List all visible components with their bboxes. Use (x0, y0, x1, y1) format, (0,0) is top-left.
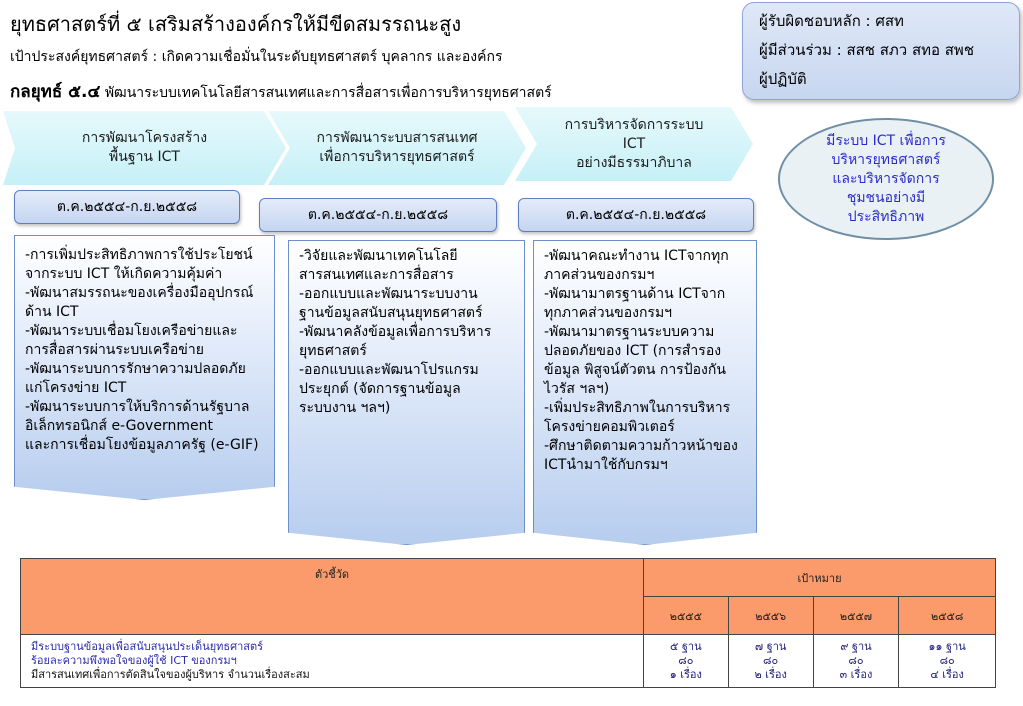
target-header: เป้าหมาย (643, 558, 996, 597)
activity-line: ไวรัส ฯลฯ) (544, 381, 610, 397)
activity-line: ด้าน ICT (25, 304, 79, 320)
target-cell: ๙ ฐาน ๘๐ ๓ เรื่อง (812, 634, 900, 688)
kpi-table: ตัวชี้วัด เป้าหมาย ๒๕๕๕ ๒๕๕๖ ๒๕๕๗ ๒๕๕๘ ม… (20, 558, 996, 688)
strategy-label: กลยุทธ์ ๕.๔ (10, 82, 101, 102)
activity-line: -ศึกษาติดตามความก้าวหน้าของ (544, 438, 738, 454)
activity-line: -พัฒนาระบบการรักษาความปลอดภัย (25, 361, 246, 377)
stage-chevron-3: การบริหารจัดการระบบ ICT อย่างมีธรรมาภิบา… (515, 107, 753, 181)
activity-line: ทุกภาคส่วนของกรมฯ (544, 305, 673, 321)
target-value: ๒ เรื่อง (754, 668, 787, 681)
year-header: ๒๕๕๕ (643, 596, 729, 635)
activity-line: -วิจัยและพัฒนาเทคโนโลยี (299, 248, 458, 264)
activity-line: -พัฒนามาตรฐานด้าน ICTจาก (544, 286, 726, 302)
indicator-line: มีสารสนเทศเพื่อการตัดสินใจของผู้บริหาร จ… (31, 668, 310, 681)
activity-line: -พัฒนาคลังข้อมูลเพื่อการบริหาร (299, 324, 492, 340)
stage-2-title: การพัฒนาระบบสารสนเทศ เพื่อการบริหารยุทธศ… (316, 130, 478, 165)
target-value: ๘๐ (763, 654, 779, 667)
target-value: ๙ ฐาน (840, 640, 872, 653)
activity-line: และการเชื่อมโยงข้อมูลภาครัฐ (e-GIF) (25, 437, 259, 453)
stage-1-activities: -การเพิ่มประสิทธิภาพการใช้ประโยชน์ จากระ… (14, 235, 275, 500)
year-header: ๒๕๕๘ (898, 596, 996, 635)
activity-line: ฐานข้อมูลสนับสนุนยุทธศาสตร์ (299, 305, 483, 321)
activity-line: ICTนำมาใช้กับกรมฯ (544, 457, 668, 473)
activity-line: -พัฒนาระบบเชื่อมโยงเครือข่ายและ (25, 323, 238, 339)
target-value: ๗ ฐาน (754, 640, 787, 653)
activity-line: ข้อมูล พิสูจน์ตัวตน การป้องกัน (544, 362, 726, 378)
activity-line: -ออกแบบและพัฒนาโปรแกรม (299, 362, 479, 378)
target-value: ๑๑ ฐาน (928, 640, 966, 653)
activity-line: การสื่อสารผ่านระบบเครือข่าย (25, 342, 204, 358)
activity-line: -เพิ่มประสิทธิภาพในการบริหาร (544, 400, 731, 416)
strategy-line: กลยุทธ์ ๕.๔ พัฒนาระบบเทคโนโลยีสารสนเทศแล… (10, 78, 552, 105)
activity-line: ระบบงาน ฯลฯ) (299, 400, 391, 416)
target-value: ๕ ฐาน (670, 640, 702, 653)
indicator-cell: มีระบบฐานข้อมูลเพื่อสนับสนุนประเด็นยุทธศ… (20, 634, 644, 688)
strategy-text: พัฒนาระบบเทคโนโลยีสารสนเทศและการสื่อสารเ… (100, 85, 552, 101)
stage-chevron-2: การพัฒนาระบบสารสนเทศ เพื่อการบริหารยุทธศ… (268, 111, 526, 185)
activity-line: ประยุกต์ (จัดการฐานข้อมูล (299, 381, 461, 397)
target-value: ๓ เรื่อง (839, 668, 873, 681)
activity-line: อิเล็กทรอนิกส์ e-Government (25, 418, 213, 434)
stage-2-activities: -วิจัยและพัฒนาเทคโนโลยี สารสนเทศและการสื… (288, 240, 525, 545)
stage-2-period: ต.ค.๒๕๕๔-ก.ย.๒๕๕๘ (259, 198, 497, 232)
activity-line: ปลอดภัยของ ICT (การสำรอง (544, 343, 722, 359)
activity-line: -พัฒนาสมรรถนะของเครื่องมืออุปกรณ์ (25, 285, 254, 301)
goal-ellipse: มีระบบ ICT เพื่อการ บริหารยุทธศาสตร์ และ… (778, 118, 994, 240)
activity-line: ภาคส่วนของกรมฯ (544, 267, 655, 283)
activity-line: -พัฒนามาตรฐานระบบความ (544, 324, 715, 340)
year-header: ๒๕๕๗ (812, 596, 900, 635)
activity-line: -พัฒนาคณะทำงาน ICTจากทุก (544, 248, 729, 264)
indicator-line: มีระบบฐานข้อมูลเพื่อสนับสนุนประเด็นยุทธศ… (31, 640, 264, 653)
target-value: ๔ เรื่อง (930, 668, 964, 681)
activity-line: โครงข่ายคอมพิวเตอร์ (544, 419, 675, 435)
target-cell: ๗ ฐาน ๘๐ ๒ เรื่อง (727, 634, 814, 688)
participants: ผู้มีส่วนร่วม : สสช สภว สทอ สพช (759, 41, 975, 59)
page-title: ยุทธศาสตร์ที่ ๕ เสริมสร้างองค์กรให้มีขีด… (10, 12, 462, 36)
operators: ผู้ปฏิบัติ (759, 70, 807, 88)
stage-3-title: การบริหารจัดการระบบ ICT อย่างมีธรรมาภิบา… (564, 116, 704, 171)
activity-line: -พัฒนาระบบการให้บริการด้านรัฐบาล (25, 399, 250, 415)
strategic-objective: เป้าประสงค์ยุทธศาสตร์ : เกิดความเชื่อมั่… (10, 49, 503, 65)
stage-chevron-1: การพัฒนาโครงสร้าง พื้นฐาน ICT (3, 111, 286, 185)
main-responsible: ผู้รับผิดชอบหลัก : ศสท (759, 12, 904, 30)
target-value: ๑ เรื่อง (669, 668, 702, 681)
table-row: มีระบบฐานข้อมูลเพื่อสนับสนุนประเด็นยุทธศ… (20, 634, 996, 688)
target-value: ๘๐ (678, 654, 694, 667)
activity-line: -การเพิ่มประสิทธิภาพการใช้ประโยชน์ (25, 247, 253, 263)
activity-line: จากระบบ ICT ให้เกิดความคุ้มค่า (25, 266, 223, 282)
target-value: ๘๐ (939, 654, 955, 667)
goal-text: มีระบบ ICT เพื่อการ บริหารยุทธศาสตร์ และ… (826, 132, 946, 225)
stage-1-period: ต.ค.๒๕๕๔-ก.ย.๒๕๕๘ (14, 190, 240, 224)
indicator-header: ตัวชี้วัด (20, 558, 644, 635)
activity-line: -ออกแบบและพัฒนาระบบงาน (299, 286, 478, 302)
activity-line: สารสนเทศและการสื่อสาร (299, 267, 454, 283)
target-cell: ๑๑ ฐาน ๘๐ ๔ เรื่อง (898, 634, 996, 688)
activity-line: ยุทธศาสตร์ (299, 343, 367, 359)
target-value: ๘๐ (848, 654, 864, 667)
target-cell: ๕ ฐาน ๘๐ ๑ เรื่อง (643, 634, 729, 688)
responsibility-box: ผู้รับผิดชอบหลัก : ศสท ผู้มีส่วนร่วม : ส… (742, 2, 1020, 100)
stage-3-activities: -พัฒนาคณะทำงาน ICTจากทุก ภาคส่วนของกรมฯ … (533, 240, 757, 545)
stage-1-title: การพัฒนาโครงสร้าง พื้นฐาน ICT (81, 130, 208, 165)
year-header: ๒๕๕๖ (727, 596, 814, 635)
activity-line: แก่โครงข่าย ICT (25, 380, 127, 396)
indicator-line: ร้อยละความพึงพอใจของผู้ใช้ ICT ของกรมฯ (31, 654, 237, 667)
stage-3-period: ต.ค.๒๕๕๔-ก.ย.๒๕๕๘ (518, 198, 754, 232)
